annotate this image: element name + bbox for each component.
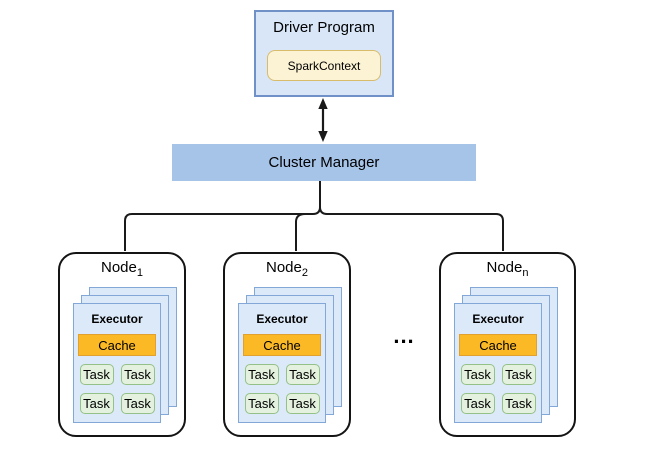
driver-program-label: Driver Program [273, 19, 375, 36]
task-grid: Task Task Task Task [79, 364, 155, 414]
cluster-manager-box: Cluster Manager [172, 144, 476, 181]
task-box: Task [79, 393, 114, 414]
node-2-subscript: 2 [301, 267, 308, 279]
task-box: Task [501, 393, 536, 414]
cache-box: Cache [459, 334, 537, 356]
task-grid: Task Task Task Task [460, 364, 536, 414]
driver-program-box: Driver Program SparkContext [254, 10, 394, 97]
node-n-label: Noden [441, 259, 574, 279]
executor-label: Executor [472, 312, 524, 326]
node-1-label: Node1 [60, 259, 184, 279]
node-1-executor-box: Executor Cache Task Task Task Task [73, 303, 161, 423]
task-box: Task [79, 364, 114, 385]
executor-label: Executor [256, 312, 308, 326]
node-1-executor-stack: Executor Cache Task Task Task Task [73, 287, 177, 424]
node-1-subscript: 1 [136, 267, 143, 279]
task-box: Task [460, 364, 495, 385]
cluster-to-nodes-tree [124, 181, 504, 251]
node-n-executor-box: Executor Cache Task Task Task Task [454, 303, 542, 423]
node-n-box: Noden Executor Cache Task Task Task Task [439, 252, 576, 437]
cache-box: Cache [243, 334, 321, 356]
node-1-box: Node1 Executor Cache Task Task Task Task [58, 252, 186, 437]
task-box: Task [244, 393, 279, 414]
executor-label: Executor [91, 312, 143, 326]
task-box: Task [501, 364, 536, 385]
node-2-executor-box: Executor Cache Task Task Task Task [238, 303, 326, 423]
task-grid: Task Task Task Task [244, 364, 320, 414]
node-n-executor-stack: Executor Cache Task Task Task Task [454, 287, 558, 424]
task-box: Task [244, 364, 279, 385]
node-n-subscript: n [522, 267, 529, 279]
node-2-executor-stack: Executor Cache Task Task Task Task [238, 287, 342, 424]
task-box: Task [285, 393, 320, 414]
node-1-name: Node [101, 259, 137, 276]
node-2-label: Node2 [225, 259, 349, 279]
task-box: Task [120, 393, 155, 414]
node-n-name: Node [486, 259, 523, 276]
node-2-box: Node2 Executor Cache Task Task Task Task [223, 252, 351, 437]
driver-cluster-double-arrow-icon [318, 98, 328, 142]
task-box: Task [460, 393, 495, 414]
task-box: Task [120, 364, 155, 385]
cache-box: Cache [78, 334, 156, 356]
node-2-name: Node [266, 259, 302, 276]
spark-context-box: SparkContext [267, 50, 381, 81]
task-box: Task [285, 364, 320, 385]
ellipsis-label: ... [393, 323, 415, 348]
